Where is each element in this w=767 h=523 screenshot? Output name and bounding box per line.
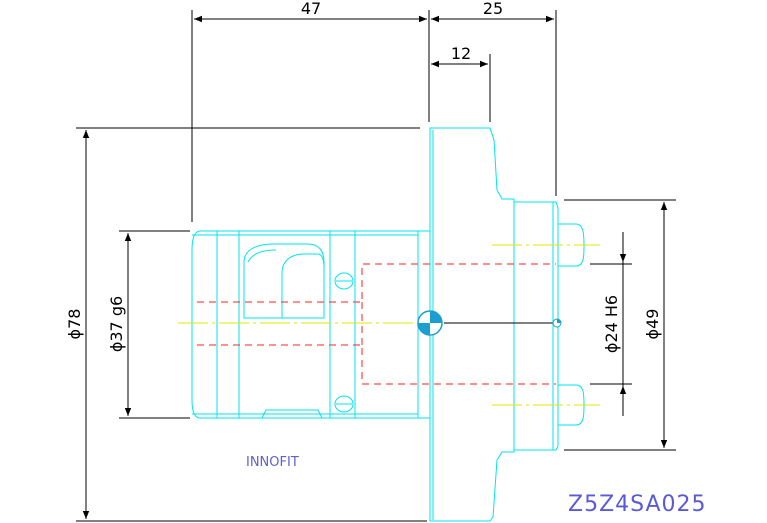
slot-window (243, 243, 325, 319)
part-outline (191, 127, 585, 522)
flange-outline (429, 127, 515, 522)
hub-outline (514, 201, 559, 451)
dimension-12: 12 (451, 44, 471, 63)
dimension-bore-diameter: ϕ24 H6 (602, 295, 621, 353)
dimension-lines (76, 10, 676, 522)
body-outline (191, 230, 419, 419)
dimension-shaft-diameter: ϕ37 g6 (107, 296, 126, 352)
dimension-pilot-diameter: ϕ49 (643, 309, 662, 340)
part-code: Z5Z4SA025 (568, 492, 707, 517)
center-lines (178, 244, 600, 406)
set-screw-upper (334, 272, 354, 290)
center-of-mass-symbol (417, 310, 443, 336)
small-center-mark (552, 318, 562, 328)
dimension-47: 47 (301, 0, 321, 18)
hidden-lines (197, 263, 556, 385)
dimension-25: 25 (483, 0, 503, 18)
set-screw-lower (334, 395, 354, 413)
dimension-outer-diameter: ϕ78 (65, 309, 84, 340)
brand-label: INNOFIT (246, 455, 299, 470)
upper-pin (558, 223, 585, 267)
